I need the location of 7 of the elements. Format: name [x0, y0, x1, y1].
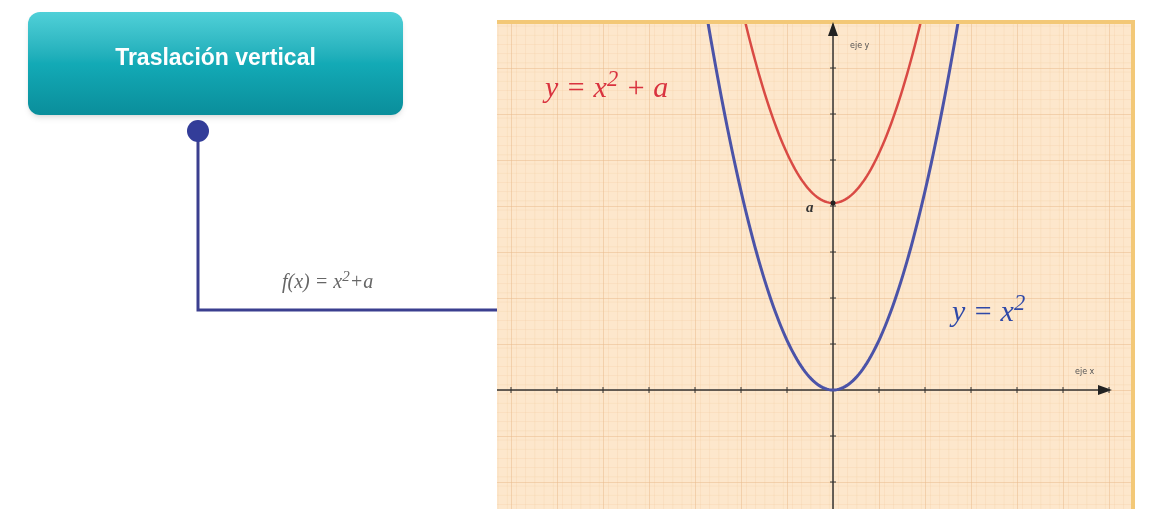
title-box: [28, 12, 403, 115]
title-text: Traslación vertical: [115, 43, 316, 72]
axis-label: eje x: [1075, 366, 1095, 378]
connector-line: [187, 120, 497, 312]
vertex-label: a: [806, 198, 814, 217]
axis-label: eje y: [850, 40, 870, 52]
edge-label: f(x) = x$^{2}$+a: [282, 266, 374, 295]
